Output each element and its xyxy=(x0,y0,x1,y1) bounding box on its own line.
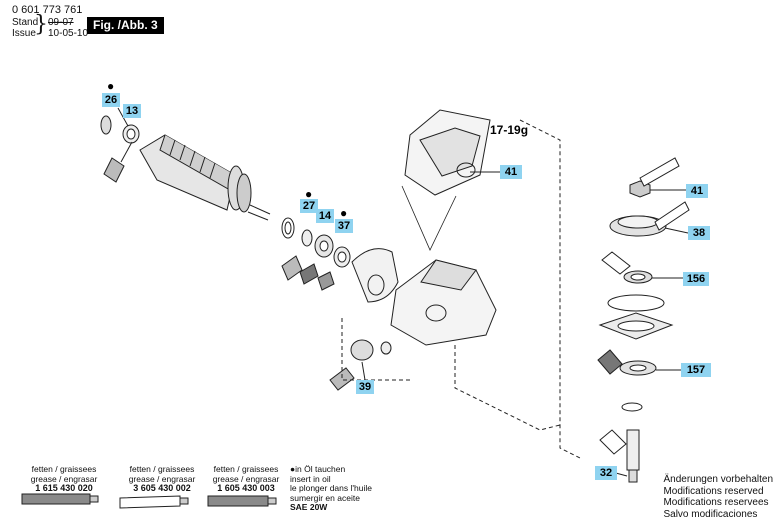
legend-2-line1: fetten / graissees xyxy=(129,464,195,474)
callout-39: 39 xyxy=(356,380,374,394)
callout-32: 32 xyxy=(595,466,617,480)
grease-brush-5 xyxy=(601,251,631,275)
legend-tube-1 xyxy=(21,493,99,505)
legend-1-line1: fetten / graissees xyxy=(31,464,97,474)
grease-brush-2 xyxy=(281,255,335,291)
oil-line1: in Öl tauchen xyxy=(295,464,346,474)
bearing-156-drawing xyxy=(623,270,653,284)
torque-label: 17-19g xyxy=(490,123,529,137)
oil-drop-icon: ● xyxy=(107,79,115,93)
legend-3-line1: fetten / graissees xyxy=(213,464,279,474)
spindle-32-drawing xyxy=(599,429,640,483)
oil-line2: insert in oil xyxy=(290,473,331,484)
legend-tube-3 xyxy=(207,495,277,507)
note-de: Änderungen vorbehalten xyxy=(663,474,773,485)
note-es: Salvo modificaciones xyxy=(663,508,758,520)
callout-41-top: 41 xyxy=(500,165,522,179)
pinion-39-drawing xyxy=(329,339,392,391)
legend-tube-2 xyxy=(119,495,189,509)
ring-37-drawing xyxy=(333,246,351,268)
date-old: 09-07 xyxy=(48,17,74,28)
callout-37: 37 xyxy=(335,219,353,233)
oil-line5: SAE 20W xyxy=(290,502,328,512)
legend-1-part-number: 1 615 430 020 xyxy=(35,483,93,493)
callout-13: 13 xyxy=(123,104,141,118)
legend-oil: ●in Öl tauchen insert in oil le plonger … xyxy=(290,464,372,513)
legend-1-line2: grease / engrasar xyxy=(30,473,98,484)
grease-brush-4 xyxy=(654,201,690,231)
legend-3-part-number: 1 605 430 003 xyxy=(217,483,275,493)
bearing-flange-drawing xyxy=(351,248,399,303)
brace-symbol: } xyxy=(34,12,48,37)
circlip-drawing xyxy=(281,217,295,239)
ring-27-drawing xyxy=(301,229,313,247)
oil-line3: le plonger dans l'huile xyxy=(290,483,372,493)
callout-41-right: 41 xyxy=(686,184,708,198)
modification-notes: Änderungen vorbehalten Modifications res… xyxy=(663,474,773,520)
callout-156: 156 xyxy=(683,272,709,286)
callout-157: 157 xyxy=(681,363,711,377)
document-number: 0 601 773 761 xyxy=(12,4,83,16)
legend-grease-1: fetten / graissees grease / engrasar 1 6… xyxy=(14,464,114,494)
legend-2-line2: grease / engrasar xyxy=(128,473,196,484)
stand-label: Stand xyxy=(12,17,39,28)
oil-drop-icon: ● xyxy=(340,206,348,220)
bearing-13-drawing xyxy=(100,115,140,144)
callout-27: 27 xyxy=(300,199,318,213)
oil-drop-icon: ● xyxy=(290,464,296,474)
date-new: 10-05-10 xyxy=(48,28,89,39)
grease-brush-3 xyxy=(639,157,680,187)
figure-label: Fig. /Abb. 3 xyxy=(87,17,164,34)
stand-issue-labels: Stand Issue xyxy=(12,17,38,39)
gear-housing-center-drawing xyxy=(390,259,497,346)
grease-brush-1 xyxy=(103,141,133,183)
callout-26: 26 xyxy=(102,93,120,107)
gear-housing-top-drawing xyxy=(404,109,491,196)
callout-14: 14 xyxy=(316,209,334,223)
note-fr: Modifications reservees xyxy=(663,497,769,508)
armature-drawing xyxy=(139,134,271,221)
legend-grease-3: fetten / graissees grease / engrasar 1 6… xyxy=(196,464,296,494)
legend-grease-2: fetten / graissees grease / engrasar 3 6… xyxy=(112,464,212,494)
oil-drop-icon: ● xyxy=(305,187,313,201)
issue-label: Issue xyxy=(12,28,36,39)
bearing-flange-right-drawing xyxy=(598,312,674,340)
oil-line4: sumergir en aceite xyxy=(290,492,360,503)
oring-drawing xyxy=(607,294,665,312)
callout-38: 38 xyxy=(688,226,710,240)
note-en: Modifications reserved xyxy=(663,485,764,497)
legend-3-line2: grease / engrasar xyxy=(212,473,280,484)
legend-2-part-number: 3 605 430 002 xyxy=(133,483,191,493)
bearing-157-drawing xyxy=(597,349,657,376)
washer-drawing xyxy=(621,402,643,412)
issue-dates: 09-07 10-05-10 xyxy=(48,17,88,39)
bearing-14-drawing xyxy=(314,234,334,258)
